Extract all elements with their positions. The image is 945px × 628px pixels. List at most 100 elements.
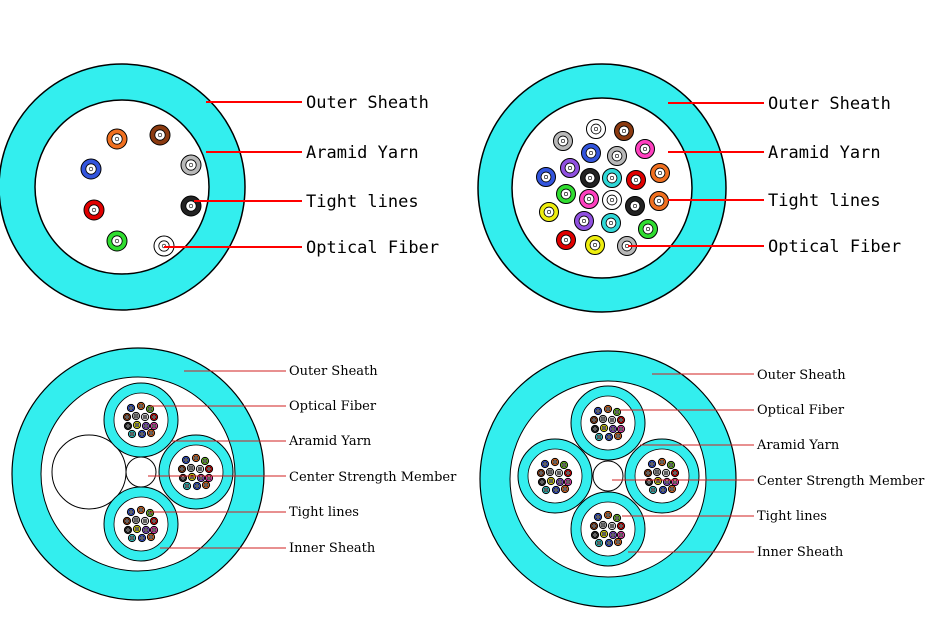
tight-buffered-fiber	[594, 432, 604, 442]
tight-buffered-fiber	[670, 477, 680, 487]
tight-buffered-fiber	[653, 476, 663, 486]
tight-buffered-fiber	[539, 202, 559, 222]
tight-buffered-fiber	[140, 412, 150, 422]
tight-buffered-fiber	[141, 525, 151, 535]
label-optical-fiber: Optical Fiber	[289, 399, 377, 414]
tight-buffered-fiber	[612, 513, 622, 523]
tight-buffered-fiber	[149, 412, 159, 422]
tight-buffered-fiber	[563, 468, 573, 478]
tight-buffered-fiber	[555, 477, 565, 487]
tight-buffered-fiber	[556, 184, 576, 204]
tight-buffered-fiber	[80, 158, 102, 180]
tight-buffered-fiber	[648, 485, 658, 495]
tight-buffered-fiber	[667, 484, 677, 494]
tight-buffered-fiber	[196, 473, 206, 483]
tight-buffered-fiber	[662, 477, 672, 487]
tight-buffered-fiber	[180, 195, 202, 217]
tight-buffered-fiber	[545, 467, 555, 477]
label-center-strength-member: Center Strength Member	[757, 474, 925, 489]
tight-buffered-fiber	[560, 158, 580, 178]
tight-buffered-unit	[517, 438, 593, 514]
tight-buffered-fiber	[149, 525, 159, 535]
tight-buffered-fiber	[616, 415, 626, 425]
tight-buffered-fiber	[593, 406, 603, 416]
label-optical-fiber: Optical Fiber	[757, 403, 845, 418]
tight-buffered-fiber	[661, 468, 671, 478]
tight-buffered-fiber	[616, 530, 626, 540]
label-outer-sheath: Outer Sheath	[757, 368, 846, 383]
diagram-4-unit-breakout-cable: Outer Sheath Optical Fiber Aramid Yarn C…	[479, 350, 925, 608]
tight-buffered-fiber	[614, 121, 634, 141]
label-aramid-yarn: Aramid Yarn	[756, 438, 840, 453]
tight-buffered-fiber	[617, 236, 637, 256]
label-optical-fiber: Optical Fiber	[768, 237, 901, 257]
tight-buffered-fiber	[106, 128, 128, 150]
sub-unit-group	[103, 382, 234, 562]
label-tight-lines: Tight lines	[289, 505, 359, 520]
center-strength-member	[592, 460, 624, 492]
tight-buffered-fiber	[145, 508, 155, 518]
tight-buffered-unit	[570, 491, 646, 567]
tight-buffered-fiber	[666, 460, 676, 470]
tight-buffered-fiber	[200, 456, 210, 466]
tight-buffered-unit	[103, 382, 179, 458]
tight-buffered-fiber	[616, 521, 626, 531]
sub-unit-group	[517, 385, 700, 567]
tight-buffered-fiber	[131, 411, 141, 421]
label-aramid-yarn: Aramid Yarn	[306, 143, 419, 163]
tight-buffered-fiber	[550, 457, 560, 467]
tight-buffered-fiber	[657, 457, 667, 467]
tight-buffered-fiber	[590, 424, 600, 434]
label-outer-sheath: Outer Sheath	[306, 93, 429, 113]
tight-buffered-fiber	[612, 407, 622, 417]
tight-buffered-fiber	[132, 524, 142, 534]
label-inner-sheath: Inner Sheath	[289, 541, 376, 556]
tight-buffered-fiber	[541, 485, 551, 495]
tight-buffered-fiber	[560, 484, 570, 494]
tight-buffered-fiber	[191, 453, 201, 463]
tight-buffered-fiber	[137, 429, 147, 439]
tight-buffered-fiber	[603, 404, 613, 414]
tight-buffered-fiber	[126, 507, 136, 517]
tight-buffered-fiber	[613, 431, 623, 441]
tight-buffered-fiber	[556, 230, 576, 250]
tight-buffered-fiber	[608, 530, 618, 540]
tight-buffered-fiber	[186, 463, 196, 473]
tight-buffered-fiber	[180, 154, 202, 176]
tight-buffered-fiber	[126, 403, 136, 413]
diagram-high-count-cable: Outer Sheath Aramid Yarn Tight lines Opt…	[477, 63, 901, 313]
label-outer-sheath: Outer Sheath	[768, 94, 891, 114]
tight-buffered-fiber	[650, 163, 670, 183]
tight-buffered-fiber	[643, 468, 653, 478]
tight-buffered-fiber	[204, 473, 214, 483]
tight-buffered-fiber	[204, 464, 214, 474]
tight-buffered-fiber	[201, 480, 211, 490]
label-tight-lines: Tight lines	[757, 509, 827, 524]
tight-buffered-fiber	[182, 481, 192, 491]
label-outer-sheath: Outer Sheath	[289, 364, 378, 379]
tight-buffered-fiber	[136, 505, 146, 515]
tight-buffered-fiber	[638, 219, 658, 239]
tight-buffered-fiber	[589, 521, 599, 531]
tight-buffered-fiber	[83, 199, 105, 221]
tight-buffered-fiber	[551, 485, 561, 495]
tight-buffered-fiber	[586, 119, 606, 139]
tight-buffered-fiber	[602, 168, 622, 188]
tight-buffered-fiber	[553, 131, 573, 151]
tight-buffered-fiber	[122, 412, 132, 422]
tight-buffered-fiber	[559, 460, 569, 470]
tight-buffered-fiber	[594, 538, 604, 548]
tight-buffered-unit	[103, 486, 179, 562]
tight-buffered-fiber	[613, 537, 623, 547]
tight-buffered-fiber	[546, 476, 556, 486]
tight-buffered-fiber	[192, 481, 202, 491]
tight-buffered-fiber	[131, 515, 141, 525]
tight-buffered-fiber	[181, 455, 191, 465]
tight-buffered-fiber	[178, 473, 188, 483]
tight-buffered-fiber	[123, 421, 133, 431]
tight-buffered-fiber	[644, 477, 654, 487]
tight-buffered-fiber	[149, 124, 171, 146]
tight-buffered-fiber	[537, 477, 547, 487]
tight-buffered-fiber	[607, 146, 627, 166]
tight-buffered-fiber	[579, 189, 599, 209]
